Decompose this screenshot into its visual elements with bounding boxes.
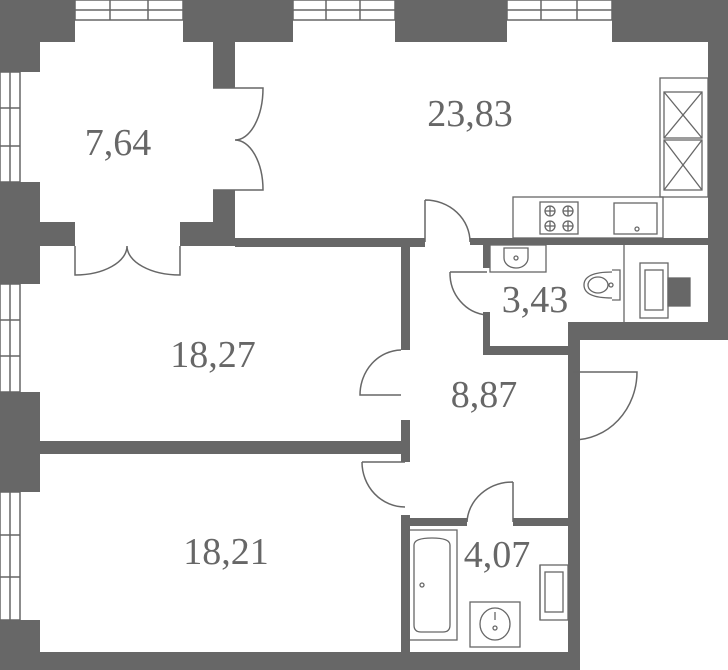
wall-right-lower xyxy=(568,322,580,670)
room-area-wc: 3,43 xyxy=(502,279,569,321)
window-top-2 xyxy=(292,0,396,21)
wall-bath-top-right xyxy=(513,518,580,526)
bathroom-radiator xyxy=(539,564,569,621)
wall-top-midright xyxy=(395,0,507,42)
wc-sink-icon xyxy=(489,244,547,273)
window-top-1 xyxy=(74,0,184,21)
wall-bottom xyxy=(0,652,580,670)
windows xyxy=(0,0,613,621)
bathroom-sink-icon xyxy=(469,601,521,648)
wall-wc-bottom xyxy=(483,346,580,355)
door-entrance xyxy=(572,371,638,441)
toilet-icon xyxy=(583,269,621,301)
door-kitchen xyxy=(424,199,471,243)
window-left-3 xyxy=(0,491,21,621)
wall-small-room-bottom-left xyxy=(40,222,75,246)
stove-icon xyxy=(539,201,579,235)
fridge-icon xyxy=(663,91,703,191)
wall-left-top xyxy=(0,0,40,72)
wall-bedroom1-right-bottom xyxy=(401,420,410,460)
room-area-bedroom-1: 18,27 xyxy=(170,334,256,376)
wall-wc-left-lower xyxy=(483,312,490,355)
wall-bath-left-top xyxy=(401,454,410,462)
door-bedroom1 xyxy=(359,349,402,396)
room-area-hallway: 8,87 xyxy=(451,374,518,416)
window-left-1 xyxy=(0,71,21,183)
wall-wc-left xyxy=(483,238,490,268)
room-area-kitchen-living: 23,83 xyxy=(427,93,513,135)
wall-small-room-right-top xyxy=(213,42,235,88)
bathtub-icon xyxy=(406,529,458,641)
room-labels: 23,83 7,64 18,27 18,21 8,87 3,43 4,07 xyxy=(85,93,569,576)
door-small-room-kitchen xyxy=(213,87,264,191)
wall-kitchen-bottom-right xyxy=(470,238,710,245)
kitchen-counter xyxy=(512,77,709,239)
wall-right xyxy=(708,0,728,340)
room-area-bathroom: 4,07 xyxy=(464,534,531,576)
wall-left-mid1 xyxy=(0,182,40,284)
doors xyxy=(74,87,638,523)
wall-kitchen-bottom xyxy=(235,238,425,247)
wall-left-mid2 xyxy=(0,392,40,492)
wc-cabinet xyxy=(623,245,691,322)
fixtures xyxy=(406,77,709,648)
door-wc xyxy=(449,271,488,316)
wall-bath-top-left xyxy=(401,518,467,526)
room-area-small-room: 7,64 xyxy=(85,122,152,164)
wall-top-mid xyxy=(183,0,293,42)
door-bedroom2 xyxy=(361,461,406,508)
door-bathroom xyxy=(466,481,514,523)
wall-between-bedrooms xyxy=(40,441,410,454)
wall-bath-left xyxy=(401,515,410,652)
room-area-bedroom-2: 18,21 xyxy=(183,531,269,573)
kitchen-sink-icon xyxy=(613,202,658,235)
window-top-3 xyxy=(506,0,613,21)
wall-bedroom1-right-top xyxy=(401,238,410,350)
wall-small-room-bottom-right xyxy=(180,222,235,246)
door-small-room-bottom xyxy=(74,245,181,276)
window-left-2 xyxy=(0,283,21,393)
wall-right-step xyxy=(573,322,728,340)
